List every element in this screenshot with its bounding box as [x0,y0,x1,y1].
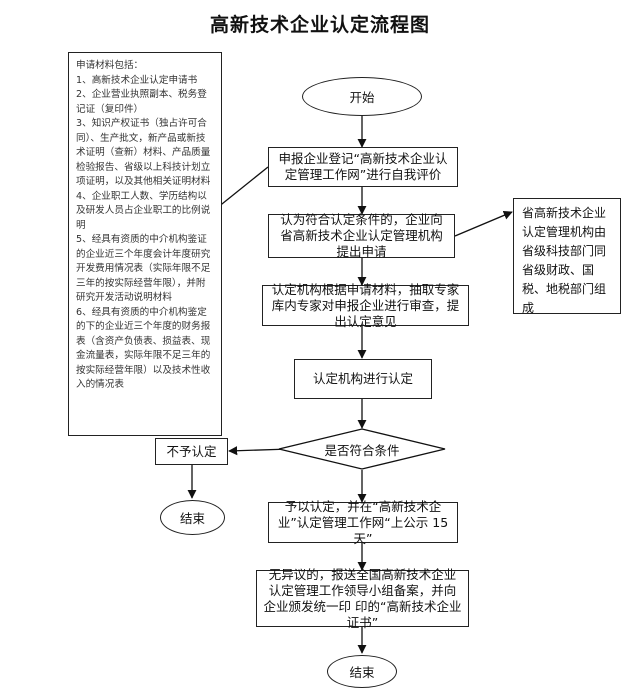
step2-box: 认为符合认定条件的，企业向省高新技术企业认定管理机构提出申请 [268,212,455,259]
end-bottom-label: 结束 [349,665,375,680]
step1-label: 申报企业登记“高新技术企业认定管理工作网”进行自我评价 [278,151,448,182]
step3-box: 认定机构根据申请材料，抽取专家库内专家对申报企业进行审查，提出认定意见 [262,282,469,329]
side-note-text: 省高新技术企业认定管理机构由省级科技部门同省级财政、国税、地税部门组成 [522,206,607,315]
step4-box: 认定机构进行认定 [294,359,432,399]
step3-label: 认定机构根据申请材料，抽取专家库内专家对申报企业进行审查，提出认定意见 [271,281,460,329]
end-bottom-terminal: 结束 [327,655,397,688]
end-left-label: 结束 [179,511,205,526]
step5-label: 予以认定，并在“高新技术企业”认定管理工作网“上公示 15 天” [277,498,449,546]
materials-item-1: 1、高新技术企业认定申请书 [76,74,198,86]
materials-note: 申请材料包括： 1、高新技术企业认定申请书 2、企业营业执照副本、税务登记证（复… [68,52,222,436]
materials-heading: 申请材料包括： [76,60,144,71]
step5-box: 予以认定，并在“高新技术企业”认定管理工作网“上公示 15 天” [268,499,458,546]
side-note-box: 省高新技术企业认定管理机构由省级科技部门同省级财政、国税、地税部门组成 [513,198,621,315]
step4-label: 认定机构进行认定 [312,371,413,386]
materials-item-2: 2、企业营业执照副本、税务登记证（复印件） [76,89,207,115]
step2-label: 认为符合认定条件的，企业向省高新技术企业认定管理机构提出申请 [280,212,443,259]
page-title: 高新技术企业认定流程图 [209,14,430,36]
decision-diamond [278,428,446,470]
start-terminal: 开始 [302,77,422,116]
reject-box: 不予认定 [155,438,228,465]
end-left-terminal: 结束 [160,500,225,535]
start-label: 开始 [349,90,375,105]
materials-item-4: 4、企业职工人数、学历结构以及研发人员占企业职工的比例说明 [76,190,211,231]
decision-label-wrap: 是否符合条件 [300,439,424,459]
step1-box: 申报企业登记“高新技术企业认定管理工作网”进行自我评价 [268,147,458,187]
materials-item-6: 6、经具有资质的中介机构鉴定的下的企业近三个年度的财务报表（含资产负债表、损益表… [76,306,211,391]
arrow-step2-to-side-note [454,210,513,237]
step6-label: 无异议的，报送全国高新技术企业认定管理工作领导小组备案，并向企业颁发统一印 印的… [263,566,462,630]
step6-box: 无异议的，报送全国高新技术企业认定管理工作领导小组备案，并向企业颁发统一印 印的… [256,567,469,630]
reject-label: 不予认定 [166,443,217,459]
materials-item-5: 5、经具有资质的中介机构鉴证的企业近三个年度会计年度研究开发费用情况表（实际年限… [76,234,211,303]
decision-label: 是否符合条件 [324,442,400,458]
materials-item-3: 3、知识产权证书（独占许可合同）、生产批文，新产品或新技术证明（查新）材料、产品… [76,118,211,187]
